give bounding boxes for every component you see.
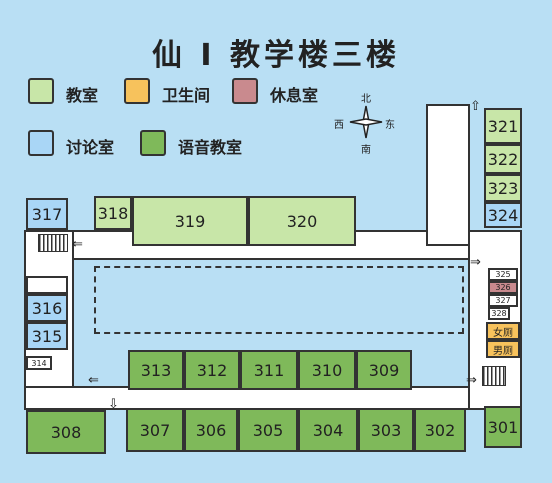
room-303[interactable]: 303 <box>358 408 414 452</box>
room-319[interactable]: 319 <box>132 196 248 246</box>
legend-swatch-classroom <box>28 78 54 104</box>
legend-label-lounge: 休息室 <box>270 86 319 105</box>
arrow-left-icon: ⇐ <box>72 237 83 252</box>
room-326[interactable]: 326 <box>488 281 518 294</box>
room-317[interactable]: 317 <box>26 198 68 230</box>
room-323[interactable]: 323 <box>484 174 522 202</box>
tower-northeast <box>426 104 470 246</box>
room-312[interactable]: 312 <box>184 350 240 390</box>
room-306[interactable]: 306 <box>184 408 238 452</box>
compass-west: 西 <box>334 120 344 131</box>
room-310[interactable]: 310 <box>298 350 356 390</box>
legend-label-discussion: 讨论室 <box>66 138 115 157</box>
stairs-west <box>38 234 68 252</box>
legend-swatch-language <box>140 130 166 156</box>
room-west-blank <box>26 276 68 294</box>
room-320[interactable]: 320 <box>248 196 356 246</box>
compass-east: 东 <box>385 120 395 131</box>
room-308[interactable]: 308 <box>26 410 106 454</box>
page-title: 仙 I 教学楼三楼 <box>151 38 401 73</box>
compass-icon <box>348 104 384 140</box>
room-307[interactable]: 307 <box>126 408 184 452</box>
room-302[interactable]: 302 <box>414 408 466 452</box>
room-304[interactable]: 304 <box>298 408 358 452</box>
room-324[interactable]: 324 <box>484 202 522 228</box>
arrow-left-icon: ⇐ <box>88 373 99 388</box>
room-328[interactable]: 328 <box>488 307 510 320</box>
room-318[interactable]: 318 <box>94 196 132 230</box>
room-315[interactable]: 315 <box>26 322 68 350</box>
room-313[interactable]: 313 <box>128 350 184 390</box>
room-316[interactable]: 316 <box>26 294 68 322</box>
compass-south: 南 <box>361 145 371 156</box>
restroom-women[interactable]: 女厕 <box>486 322 520 340</box>
legend-swatch-discussion <box>28 130 54 156</box>
stairs-east <box>482 366 506 386</box>
room-314[interactable]: 314 <box>26 356 52 370</box>
room-322[interactable]: 322 <box>484 144 522 174</box>
arrow-up-icon: ⇧ <box>470 99 481 114</box>
legend-label-classroom: 教室 <box>66 86 99 105</box>
arrow-down-icon: ⇩ <box>108 397 119 412</box>
arrow-right-icon: ⇒ <box>470 255 481 270</box>
restroom-men[interactable]: 男厕 <box>486 340 520 358</box>
room-321[interactable]: 321 <box>484 108 522 144</box>
legend-label-restroom: 卫生间 <box>162 86 211 105</box>
room-309[interactable]: 309 <box>356 350 412 390</box>
courtyard-outline <box>94 266 464 334</box>
legend-swatch-lounge <box>232 78 258 104</box>
room-311[interactable]: 311 <box>240 350 298 390</box>
legend-label-language: 语音教室 <box>178 138 243 157</box>
room-325[interactable]: 325 <box>488 268 518 281</box>
room-327[interactable]: 327 <box>488 294 518 307</box>
room-301[interactable]: 301 <box>484 406 522 448</box>
arrow-right-icon: ⇒ <box>466 373 477 388</box>
compass-north: 北 <box>361 94 371 105</box>
room-305[interactable]: 305 <box>238 408 298 452</box>
legend-swatch-restroom <box>124 78 150 104</box>
